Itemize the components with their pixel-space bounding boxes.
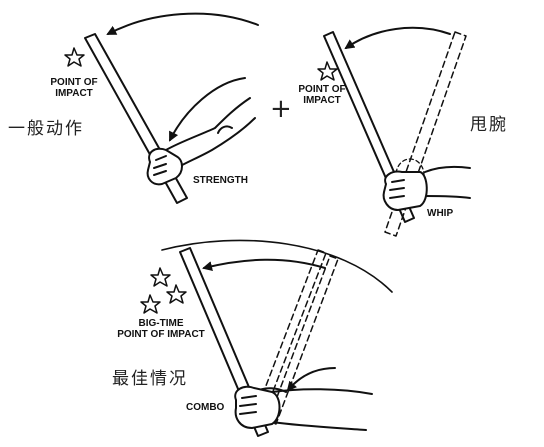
- strength-arm-arrow-icon: [169, 77, 246, 142]
- strength-star-icon: [64, 47, 85, 67]
- whip-impact-line2: IMPACT: [303, 95, 341, 106]
- combo-panel: [140, 239, 393, 437]
- combo-impact-label: BIG-TIME POINT OF IMPACT: [106, 318, 216, 340]
- whip-swing-arrow-icon: [344, 26, 451, 50]
- combo-impact-line2: POINT OF IMPACT: [117, 329, 205, 340]
- combo-star-icon: [140, 267, 187, 314]
- whip-ghost-stick-icon: [384, 31, 467, 237]
- combo-hand-icon: [234, 385, 281, 429]
- strength-panel: [64, 12, 259, 204]
- plus-operator: +: [270, 94, 294, 124]
- whip-impact-line1: POINT OF: [298, 84, 346, 95]
- combo-swing-arrow-icon: [202, 258, 326, 271]
- strength-chinese-label: 一般动作: [8, 119, 84, 139]
- combo-chinese-label: 最佳情况: [112, 369, 188, 389]
- whip-arm-icon: [424, 165, 471, 199]
- whip-impact-label: POINT OF IMPACT: [292, 84, 352, 106]
- whip-star-icon: [317, 61, 338, 81]
- whip-panel: [317, 26, 471, 237]
- strength-impact-line2: IMPACT: [55, 88, 93, 99]
- combo-impact-line1: BIG-TIME: [138, 318, 184, 329]
- strength-impact-line1: POINT OF: [50, 77, 98, 88]
- strength-caption: STRENGTH: [193, 175, 248, 186]
- strength-impact-label: POINT OF IMPACT: [44, 77, 104, 99]
- strength-hand-icon: [146, 147, 183, 186]
- whip-caption: WHIP: [427, 208, 454, 219]
- combo-arm-arrow-icon: [286, 367, 336, 392]
- combo-caption: COMBO: [186, 402, 225, 413]
- whip-hand-icon: [382, 170, 428, 211]
- strength-swing-arrow-icon: [106, 12, 259, 35]
- combo-big-arc-icon: [161, 239, 393, 293]
- whip-chinese-label: 甩腕: [470, 115, 508, 135]
